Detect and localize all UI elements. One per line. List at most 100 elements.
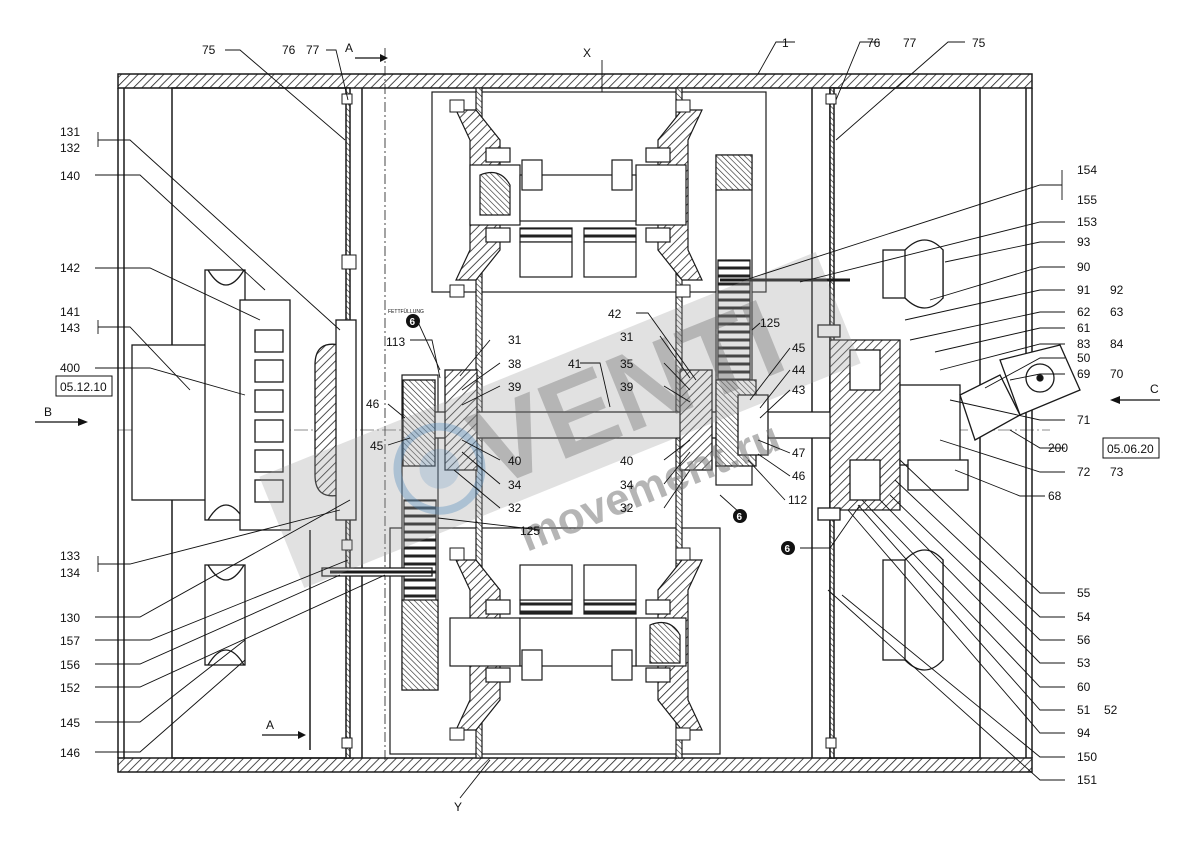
label-152: 152 (60, 681, 80, 695)
label-94: 94 (1077, 726, 1091, 740)
label-a-top: A (345, 41, 353, 55)
label-31-left: 31 (508, 333, 522, 347)
label-125-lower: 125 (520, 524, 540, 538)
label-63: 63 (1110, 305, 1124, 319)
section-a-bottom (262, 731, 306, 739)
label-77-left: 77 (306, 43, 320, 57)
label-83: 83 (1077, 337, 1091, 351)
label-134: 134 (60, 566, 80, 580)
label-113: 113 (386, 335, 405, 349)
label-200: 200 (1048, 441, 1068, 455)
label-141: 141 (60, 305, 80, 319)
label-125-upper: 125 (760, 316, 780, 330)
label-41: 41 (568, 357, 582, 371)
label-92: 92 (1110, 283, 1124, 297)
svg-text:6: 6 (785, 544, 791, 555)
label-93: 93 (1077, 235, 1091, 249)
label-75-left: 75 (202, 43, 216, 57)
label-62: 62 (1077, 305, 1091, 319)
label-x: X (583, 46, 591, 60)
label-131: 131 (60, 125, 80, 139)
label-42: 42 (608, 307, 622, 321)
view-y-box (389, 527, 721, 755)
right-drive (817, 239, 1081, 671)
label-75-right: 75 (972, 36, 986, 50)
label-90: 90 (1077, 260, 1091, 274)
label-133: 133 (60, 549, 80, 563)
label-c: C (1150, 382, 1159, 396)
label-46-right: 46 (792, 469, 806, 483)
label-56: 56 (1077, 633, 1091, 647)
label-35: 35 (620, 357, 634, 371)
circled-marker-1: 6 (406, 314, 420, 328)
date-right: 05.06.20 (1107, 442, 1154, 456)
label-73: 73 (1110, 465, 1124, 479)
label-31-right: 31 (620, 330, 634, 344)
label-fettfullung: FETTFÜLLUNG (388, 308, 424, 315)
label-61: 61 (1077, 321, 1091, 335)
label-150: 150 (1077, 750, 1097, 764)
label-47: 47 (792, 446, 806, 460)
leader-lines (95, 41, 1065, 799)
label-44: 44 (792, 363, 806, 377)
circled-marker-2: 6 (733, 509, 747, 523)
label-39-left: 39 (508, 380, 522, 394)
label-400: 400 (60, 361, 80, 375)
date-left: 05.12.10 (60, 380, 107, 394)
svg-text:6: 6 (737, 512, 743, 523)
lower-trolley (449, 559, 703, 731)
label-40-right: 40 (620, 454, 634, 468)
label-55: 55 (1077, 586, 1091, 600)
label-45-left: 45 (370, 439, 384, 453)
label-70: 70 (1110, 367, 1124, 381)
label-50: 50 (1077, 351, 1091, 365)
label-43: 43 (792, 383, 806, 397)
label-38: 38 (508, 357, 522, 371)
label-68: 68 (1048, 489, 1062, 503)
label-34-left: 34 (508, 478, 522, 492)
label-69: 69 (1077, 367, 1091, 381)
label-143: 143 (60, 321, 80, 335)
label-84: 84 (1110, 337, 1124, 351)
label-145: 145 (60, 716, 80, 730)
label-45-right: 45 (792, 341, 806, 355)
label-156: 156 (60, 658, 80, 672)
label-46-left: 46 (366, 397, 380, 411)
label-54: 54 (1077, 610, 1091, 624)
label-53: 53 (1077, 656, 1091, 670)
label-1: 1 (782, 36, 789, 50)
label-40-left: 40 (508, 454, 522, 468)
section-a-top (355, 54, 388, 62)
label-34-right: 34 (620, 478, 634, 492)
label-76-right: 76 (867, 36, 881, 50)
label-72: 72 (1077, 465, 1091, 479)
label-146: 146 (60, 746, 80, 760)
date-box-left (55, 375, 113, 397)
label-132: 132 (60, 141, 80, 155)
left-assembly (131, 269, 433, 666)
svg-text:6: 6 (410, 317, 416, 328)
label-60: 60 (1077, 680, 1091, 694)
label-52: 52 (1104, 703, 1118, 717)
label-32-left: 32 (508, 501, 522, 515)
label-76-left: 76 (282, 43, 296, 57)
label-91: 91 (1077, 283, 1091, 297)
watermark: VENTI movement.ru (259, 251, 861, 589)
label-71: 71 (1077, 413, 1091, 427)
label-157: 157 (60, 634, 80, 648)
view-arrow-c (1110, 396, 1160, 404)
wall-bolts (341, 93, 837, 749)
part-labels: 75 76 77 A X 1 76 77 75 131 132 140 142 … (44, 36, 1159, 814)
label-51: 51 (1077, 703, 1091, 717)
label-b: B (44, 405, 52, 419)
label-77-right: 77 (903, 36, 917, 50)
label-142: 142 (60, 261, 80, 275)
label-153: 153 (1077, 215, 1097, 229)
upper-trolley (455, 109, 703, 281)
date-box-right (1102, 437, 1160, 459)
circled-marker-3: 6 (781, 541, 795, 555)
label-32-right: 32 (620, 501, 634, 515)
label-155: 155 (1077, 193, 1097, 207)
label-130: 130 (60, 611, 80, 625)
